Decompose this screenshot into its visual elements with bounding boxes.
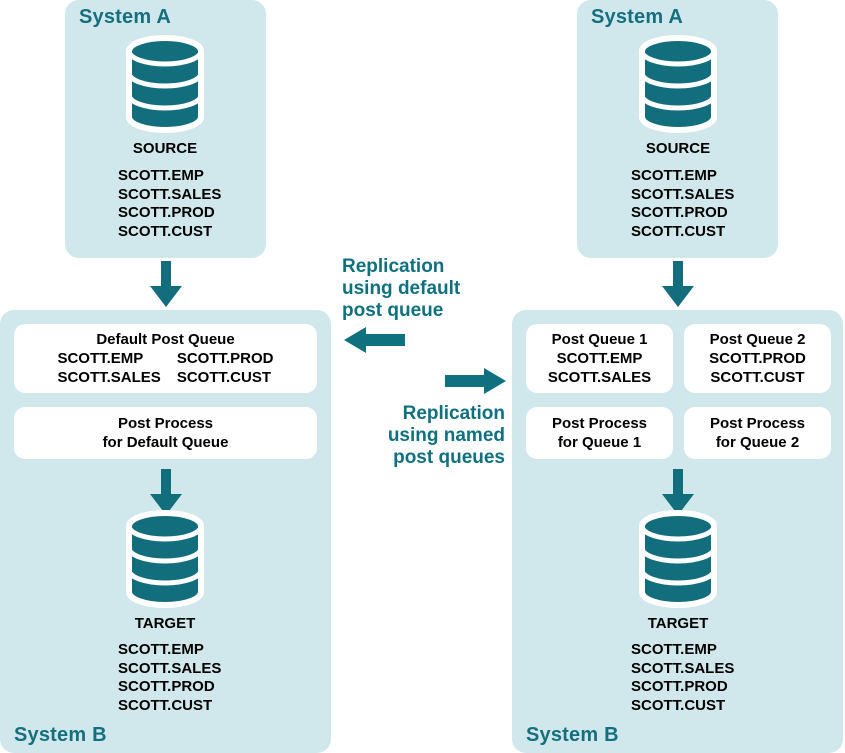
table-name: SCOTT.PROD <box>631 678 728 696</box>
left-source-database-icon <box>124 34 206 134</box>
left-system-b-label: System B <box>14 724 107 746</box>
right-source-database-icon <box>637 34 719 134</box>
table-name: SCOTT.PROD <box>118 204 215 222</box>
left-target-caption: TARGET <box>134 615 196 632</box>
table-name: SCOTT.EMP <box>118 167 204 184</box>
table-name: SCOTT.CUST <box>631 696 726 714</box>
left-target-database-icon <box>124 509 206 609</box>
table-name: SCOTT.PROD <box>709 350 806 367</box>
left-source-to-queue-arrow-icon <box>149 261 183 308</box>
right-flow-caption-line-1: Replication <box>402 403 505 424</box>
right-post-process-1-line-2: for Queue 1 <box>557 434 642 451</box>
right-target-table-list: SCOTT.EMP SCOTT.SALES SCOTT.PROD SCOTT.C… <box>631 641 734 715</box>
right-post-process-1-box: Post Process for Queue 1 <box>526 407 673 459</box>
table-name: SCOTT.CUST <box>176 369 271 386</box>
left-flow-caption: Replication using default post queue <box>342 256 460 322</box>
table-name: SCOTT.SALES <box>631 185 735 203</box>
table-name: SCOTT.EMP <box>57 350 144 367</box>
right-source-table-list: SCOTT.EMP SCOTT.SALES SCOTT.PROD SCOTT.C… <box>631 167 734 241</box>
right-post-queue-1-title: Post Queue 1 <box>551 331 648 348</box>
table-name: SCOTT.EMP <box>118 641 204 658</box>
right-post-queue-2-title: Post Queue 2 <box>709 331 806 348</box>
right-post-process-2-box: Post Process for Queue 2 <box>684 407 831 459</box>
table-name: SCOTT.EMP <box>631 167 717 184</box>
left-flow-arrow-icon <box>344 326 406 354</box>
left-default-post-queue-tables: SCOTT.EMP SCOTT.PROD SCOTT.SALES SCOTT.C… <box>57 349 273 387</box>
table-name: SCOTT.SALES <box>118 185 222 203</box>
right-post-process-1-line-1: Post Process <box>551 415 648 432</box>
left-post-process-box: Post Process for Default Queue <box>14 407 317 459</box>
table-name: SCOTT.CUST <box>631 222 726 240</box>
right-source-caption: SOURCE <box>645 140 711 157</box>
left-system-a-label: System A <box>79 6 172 28</box>
table-name: SCOTT.EMP <box>631 641 717 658</box>
table-name: SCOTT.CUST <box>118 696 213 714</box>
left-post-process-line-1: Post Process <box>117 415 214 432</box>
right-target-database-icon <box>637 509 719 609</box>
left-flow-caption-line-2: using default <box>342 278 461 299</box>
left-flow-caption-line-1: Replication <box>342 256 445 277</box>
right-post-process-2-line-2: for Queue 2 <box>715 434 800 451</box>
table-name: SCOTT.PROD <box>631 204 728 222</box>
right-flow-arrow-icon <box>444 367 506 395</box>
table-name: SCOTT.SALES <box>631 659 735 677</box>
right-target-caption: TARGET <box>647 615 709 632</box>
right-process-to-target-arrow-icon <box>661 469 695 516</box>
left-source-caption: SOURCE <box>132 140 198 157</box>
table-name: SCOTT.EMP <box>556 350 643 367</box>
right-post-queue-1-box: Post Queue 1 SCOTT.EMP SCOTT.SALES <box>526 324 673 393</box>
table-name: SCOTT.SALES <box>57 369 161 386</box>
right-post-queue-2-box: Post Queue 2 SCOTT.PROD SCOTT.CUST <box>684 324 831 393</box>
table-name: SCOTT.PROD <box>176 350 274 367</box>
table-name: SCOTT.CUST <box>710 369 805 386</box>
left-default-post-queue-box: Default Post Queue SCOTT.EMP SCOTT.PROD … <box>14 324 317 393</box>
left-source-table-list: SCOTT.EMP SCOTT.SALES SCOTT.PROD SCOTT.C… <box>118 167 221 241</box>
right-system-a-label: System A <box>591 6 684 28</box>
right-flow-caption-line-2: using named <box>387 425 505 446</box>
right-flow-caption-line-3: post queues <box>393 447 505 468</box>
left-process-to-target-arrow-icon <box>149 469 183 516</box>
table-name: SCOTT.PROD <box>118 678 215 696</box>
left-flow-caption-line-3: post queue <box>342 300 444 321</box>
right-flow-caption: Replication using named post queues <box>340 403 505 469</box>
left-post-process-line-2: for Default Queue <box>102 434 229 451</box>
table-name: SCOTT.SALES <box>547 369 652 386</box>
right-system-b-label: System B <box>526 724 619 746</box>
right-post-process-2-line-1: Post Process <box>709 415 806 432</box>
table-name: SCOTT.CUST <box>118 222 213 240</box>
left-default-post-queue-title: Default Post Queue <box>96 331 235 348</box>
table-name: SCOTT.SALES <box>118 659 222 677</box>
right-source-to-queue-arrow-icon <box>661 261 695 308</box>
left-target-table-list: SCOTT.EMP SCOTT.SALES SCOTT.PROD SCOTT.C… <box>118 641 221 715</box>
